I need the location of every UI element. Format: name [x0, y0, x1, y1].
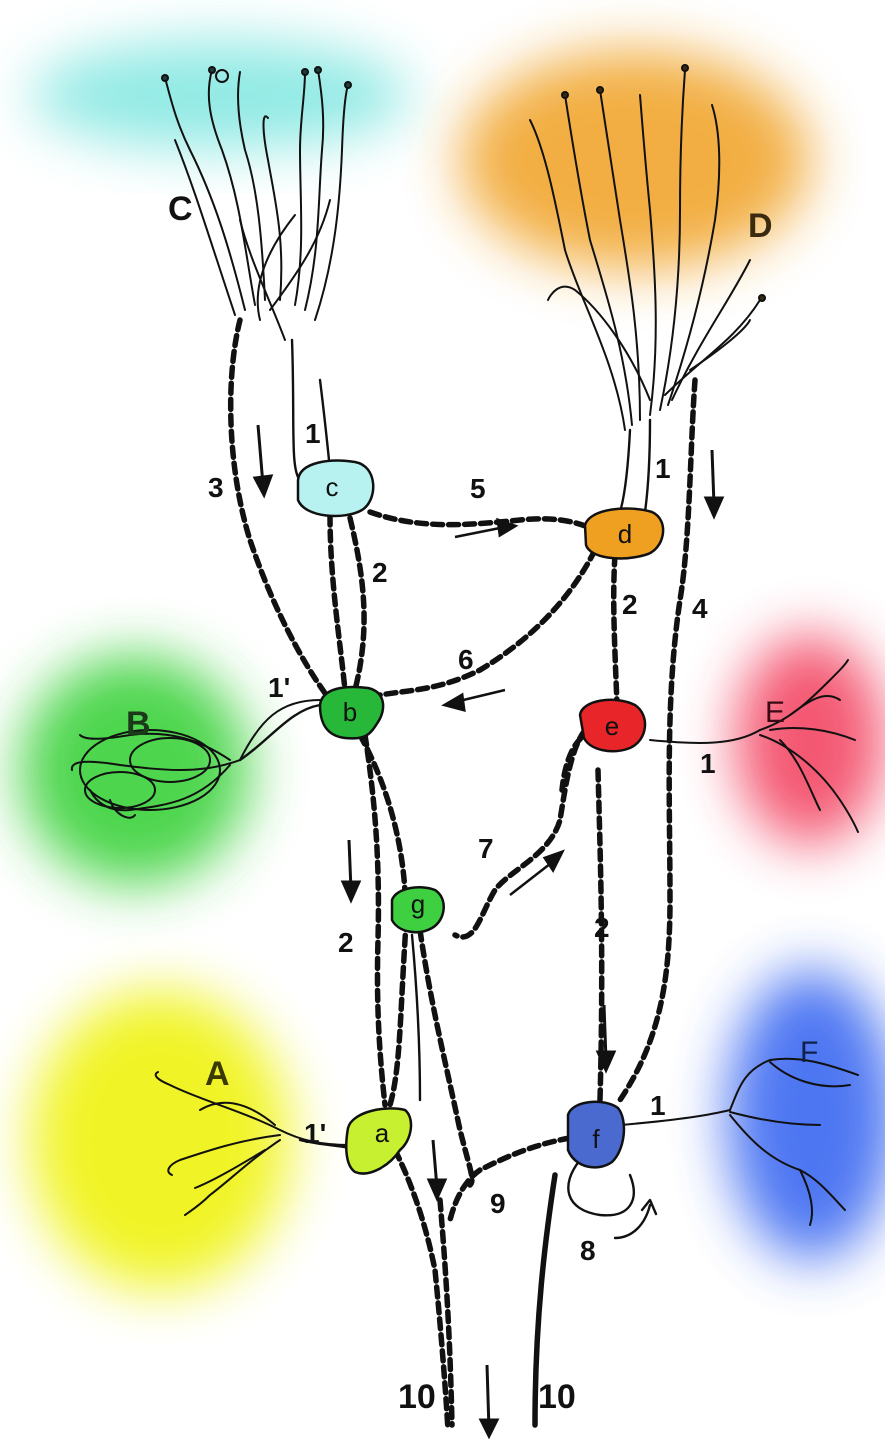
cell-bodies: c d b e g a f: [296, 459, 665, 1175]
region-c-glow: [30, 40, 410, 150]
path-5: [367, 509, 591, 530]
region-labels: C D B E A F: [126, 190, 818, 1093]
path-1-d2: [643, 418, 652, 514]
arrow-down-2-b: [340, 839, 362, 904]
arrow-down-2-e: [595, 1004, 617, 1074]
region-a-glow: [30, 990, 290, 1290]
path-6: [377, 547, 598, 698]
path-3-inner: [290, 338, 302, 482]
number-8: 8: [580, 1235, 596, 1266]
path-3: [227, 317, 333, 703]
number-2-c: 2: [372, 557, 388, 588]
cell-a: a: [345, 1107, 413, 1175]
number-4: 4: [692, 593, 708, 624]
number-1-e: 1: [700, 748, 716, 779]
region-label-a: A: [205, 1055, 230, 1093]
cell-f: f: [566, 1100, 626, 1169]
number-3: 3: [208, 472, 224, 503]
region-label-b: B: [126, 705, 151, 743]
cell-d-label: d: [618, 519, 632, 549]
arrow-right-5: [454, 517, 519, 539]
region-label-f: F: [800, 1036, 818, 1069]
path-1-d: [618, 428, 632, 514]
number-1-f: 1: [650, 1090, 666, 1121]
arrow-left-6: [441, 688, 506, 713]
arrow-down-a: [426, 1139, 448, 1202]
cell-b: b: [318, 685, 385, 740]
arrow-up-7: [509, 849, 566, 896]
dendrite-e: [649, 659, 859, 833]
region-f-glow: [727, 970, 885, 1260]
path-7: [452, 727, 588, 940]
cell-c-label: c: [326, 472, 339, 502]
path-f-down: [532, 1172, 558, 1428]
number-6: 6: [458, 644, 474, 675]
number-10-right: 10: [538, 1378, 576, 1416]
path-g-down: [417, 927, 475, 1188]
number-1-d: 1: [655, 453, 671, 484]
number-1p-a: 1': [304, 1118, 326, 1149]
path-1p-b: [238, 703, 322, 762]
cell-e: e: [578, 698, 647, 753]
path-8-arrowhead: [640, 1198, 658, 1216]
cell-g: g: [390, 886, 445, 934]
dendrite-d: [529, 64, 766, 431]
pathway-numbers: 1 3 5 1 2 2 4 6 1' 1 7 2 2 1' 1 9 8 10 1…: [208, 418, 716, 1416]
cell-a-label: a: [375, 1118, 390, 1148]
number-5: 5: [470, 473, 486, 504]
path-2-c: [327, 512, 348, 693]
arrow-down-3: [252, 424, 274, 499]
path-9: [447, 1135, 573, 1223]
region-d-glow: [460, 50, 810, 270]
path-1-c: [318, 378, 332, 472]
number-1p-b: 1': [268, 672, 290, 703]
region-e-glow: [735, 635, 885, 845]
region-label-d: D: [748, 207, 773, 245]
number-2-d: 2: [622, 589, 638, 620]
cell-f-label: f: [592, 1124, 600, 1154]
arrow-down-4: [703, 449, 725, 520]
path-4: [617, 377, 698, 1103]
path-8-arrow: [613, 1203, 652, 1240]
dendrite-c: [161, 66, 352, 341]
path-8-loop: [567, 1158, 635, 1217]
path-a-down2: [437, 1197, 455, 1428]
region-glows: [20, 40, 885, 1290]
path-2-c-b: [347, 515, 367, 693]
number-1-c: 1: [305, 418, 321, 449]
cell-e-label: e: [605, 711, 619, 741]
number-10-left: 10: [398, 1378, 436, 1416]
arrow-updown-10: [478, 1364, 500, 1440]
cell-b-label: b: [343, 697, 357, 727]
cell-d: d: [583, 507, 665, 560]
region-label-c: C: [168, 190, 193, 228]
path-2-d: [610, 552, 620, 708]
number-9: 9: [490, 1188, 506, 1219]
path-a-down: [392, 1147, 451, 1433]
region-label-e: E: [765, 696, 785, 729]
path-2-b-a2: [357, 732, 409, 1108]
cell-c: c: [296, 459, 375, 518]
number-2-e: 2: [594, 912, 610, 943]
dendrites: [70, 64, 859, 1226]
direction-arrows: [252, 424, 725, 1440]
dendrite-a: [154, 1071, 351, 1216]
axon-pathways: [227, 317, 698, 1433]
number-2-b: 2: [338, 927, 354, 958]
path-2-b-a: [362, 732, 388, 1108]
dendrite-f: [619, 1057, 859, 1226]
path-2-e: [595, 767, 605, 1103]
number-7: 7: [478, 833, 494, 864]
path-g-thin: [410, 933, 422, 1102]
cell-g-label: g: [411, 889, 425, 919]
dendrite-b: [70, 699, 321, 819]
